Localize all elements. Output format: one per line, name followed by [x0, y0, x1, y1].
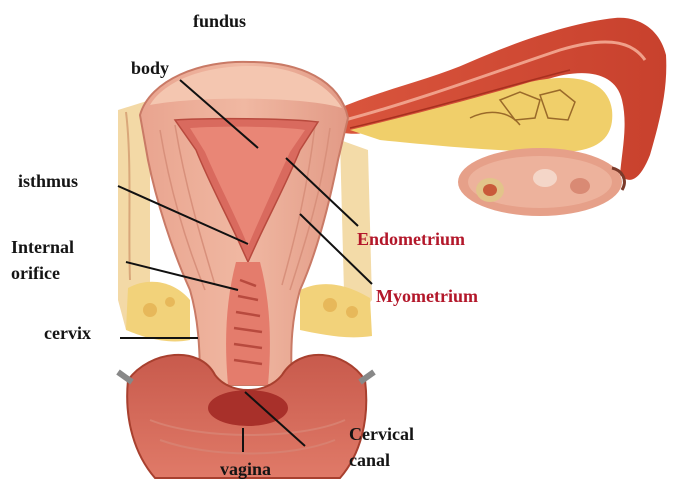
label-vagina: vagina — [220, 458, 271, 480]
label-internal-orifice-line2: orifice — [11, 262, 60, 284]
label-fundus: fundus — [193, 10, 246, 32]
label-cervical-canal-line1: Cervical — [349, 423, 414, 445]
label-myometrium: Myometrium — [376, 285, 478, 307]
ovary — [458, 148, 624, 216]
label-endometrium: Endometrium — [357, 228, 465, 250]
label-internal-orifice-line1: Internal — [11, 236, 74, 258]
cervical-canal-tissue — [226, 262, 270, 385]
label-body: body — [131, 57, 169, 79]
label-cervix: cervix — [44, 322, 91, 344]
label-cervical-canal-line2: canal — [349, 449, 390, 471]
label-isthmus: isthmus — [18, 170, 78, 192]
